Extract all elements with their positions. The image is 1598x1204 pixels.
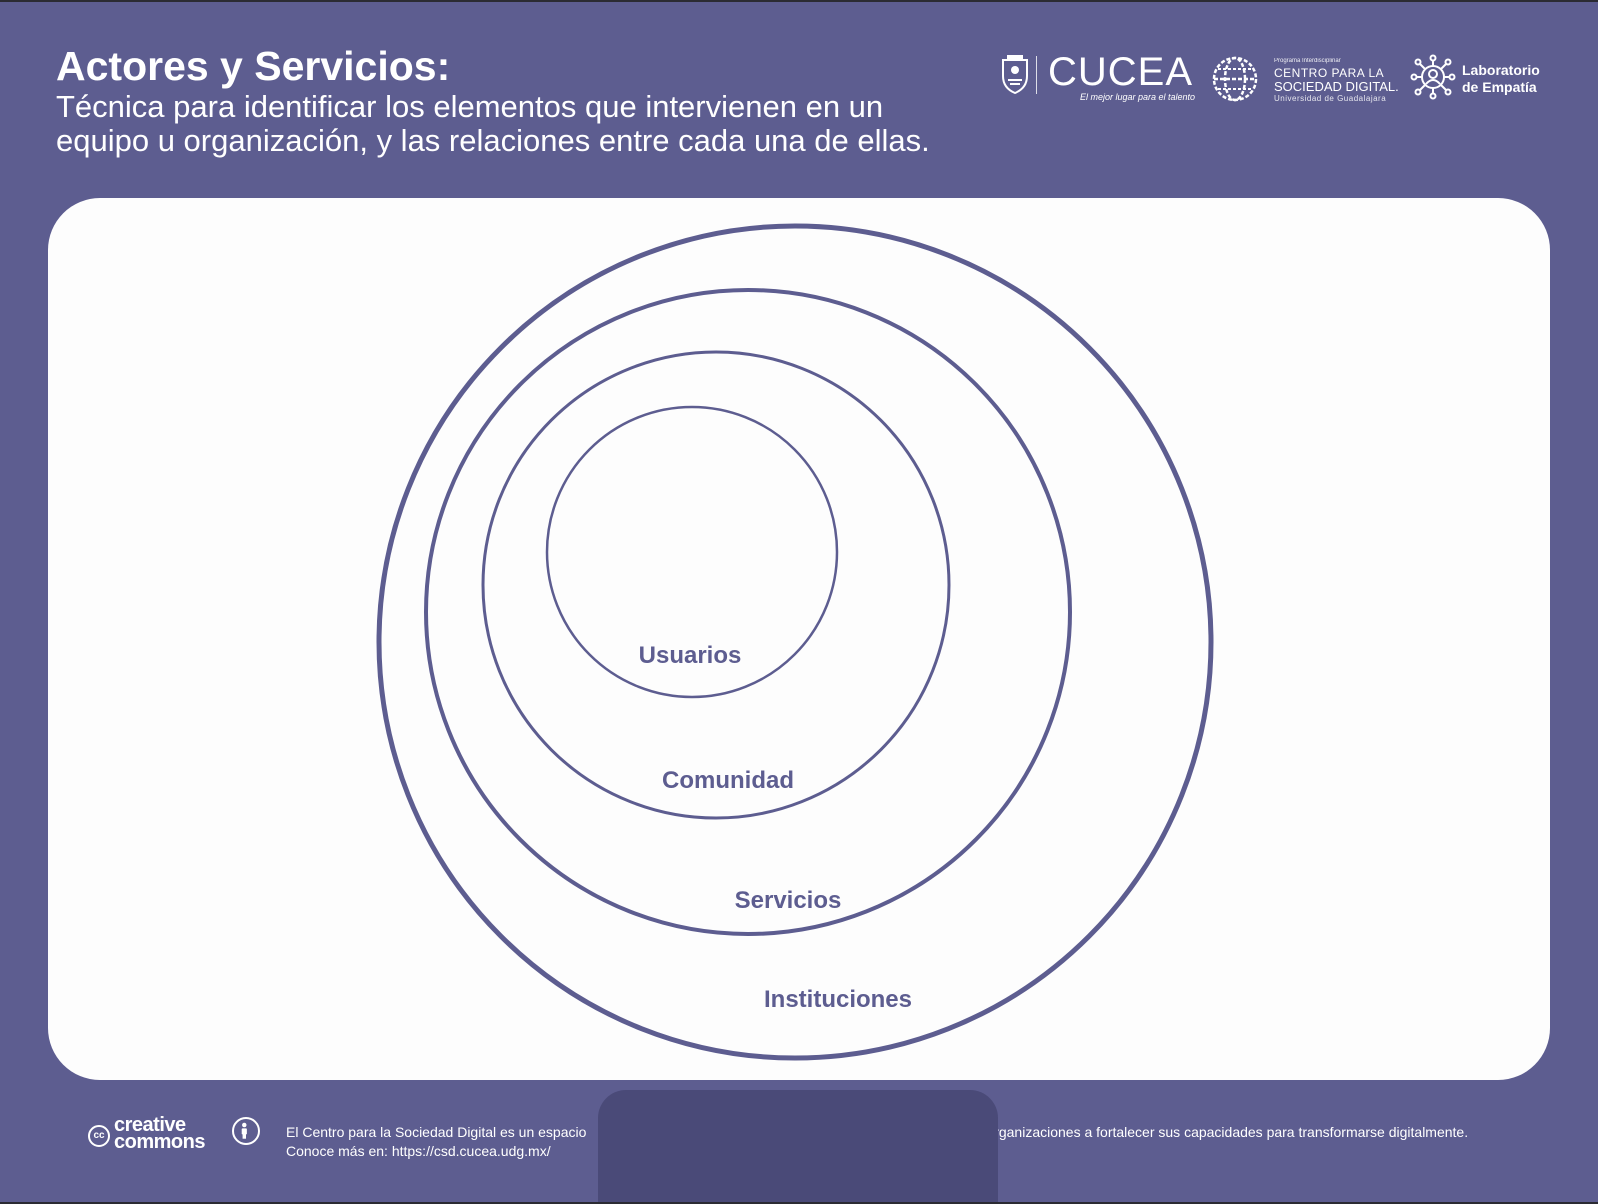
logo-bar: CUCEA El mejor lugar para el talento Pro… <box>1000 50 1560 110</box>
label-instituciones: Instituciones <box>764 986 912 1013</box>
csd-line3: Universidad de Guadalajara <box>1274 94 1387 103</box>
cucea-logo: CUCEA El mejor lugar para el talento <box>1000 50 1195 110</box>
csd-program: Programa Interdisciplinar <box>1274 58 1341 64</box>
ring-usuarios <box>545 405 839 699</box>
crest-icon <box>1002 55 1028 94</box>
footer-text-start: El Centro para la Sociedad Digital es un… <box>286 1124 587 1140</box>
csd-line1: CENTRO PARA LA <box>1274 66 1385 80</box>
logo-separator <box>1036 56 1037 94</box>
lab-line1: Laboratorio <box>1462 62 1540 78</box>
cucea-name: CUCEA <box>1048 50 1194 94</box>
cc-word-creative: creative <box>114 1114 186 1136</box>
label-comunidad: Comunidad <box>662 767 794 794</box>
csd-logo: Programa Interdisciplinar CENTRO PARA LA… <box>1212 50 1399 110</box>
label-usuarios: Usuarios <box>639 642 742 669</box>
globe-icon <box>1212 56 1258 102</box>
creative-commons-logo: cc creative commons <box>88 1115 212 1153</box>
attribution-icon <box>232 1117 260 1145</box>
cucea-tagline: El mejor lugar para el talento <box>1080 92 1196 102</box>
footer: cc creative commons El Centro para la So… <box>0 1084 1598 1202</box>
ring-comunidad <box>481 350 951 820</box>
lab-logo: Laboratorio de Empatía <box>1410 50 1560 110</box>
cc-word-commons: commons <box>114 1131 205 1153</box>
cc-icon: cc <box>88 1125 110 1147</box>
footer-text: El Centro para la Sociedad Digital es un… <box>286 1123 1536 1161</box>
diagram-card: Usuarios Comunidad Servicios Institucion… <box>48 198 1550 1080</box>
footer-link-line: Conoce más en: https://csd.cucea.udg.mx/ <box>286 1143 551 1159</box>
concentric-rings-diagram: Usuarios Comunidad Servicios Institucion… <box>376 223 1214 1061</box>
lab-line2: de Empatía <box>1462 79 1537 95</box>
ring-instituciones <box>376 223 1214 1061</box>
csd-line2: SOCIEDAD DIGITAL. <box>1274 79 1399 94</box>
page-subtitle: Técnica para identificar los elementos q… <box>56 89 930 158</box>
ring-servicios <box>424 288 1072 936</box>
page-title: Actores y Servicios: <box>56 43 451 89</box>
footer-text-end: organizaciones a fortalecer sus capacida… <box>986 1124 1469 1140</box>
network-person-icon <box>1410 54 1456 100</box>
label-servicios: Servicios <box>735 887 842 914</box>
overlay-panel <box>598 1090 998 1202</box>
